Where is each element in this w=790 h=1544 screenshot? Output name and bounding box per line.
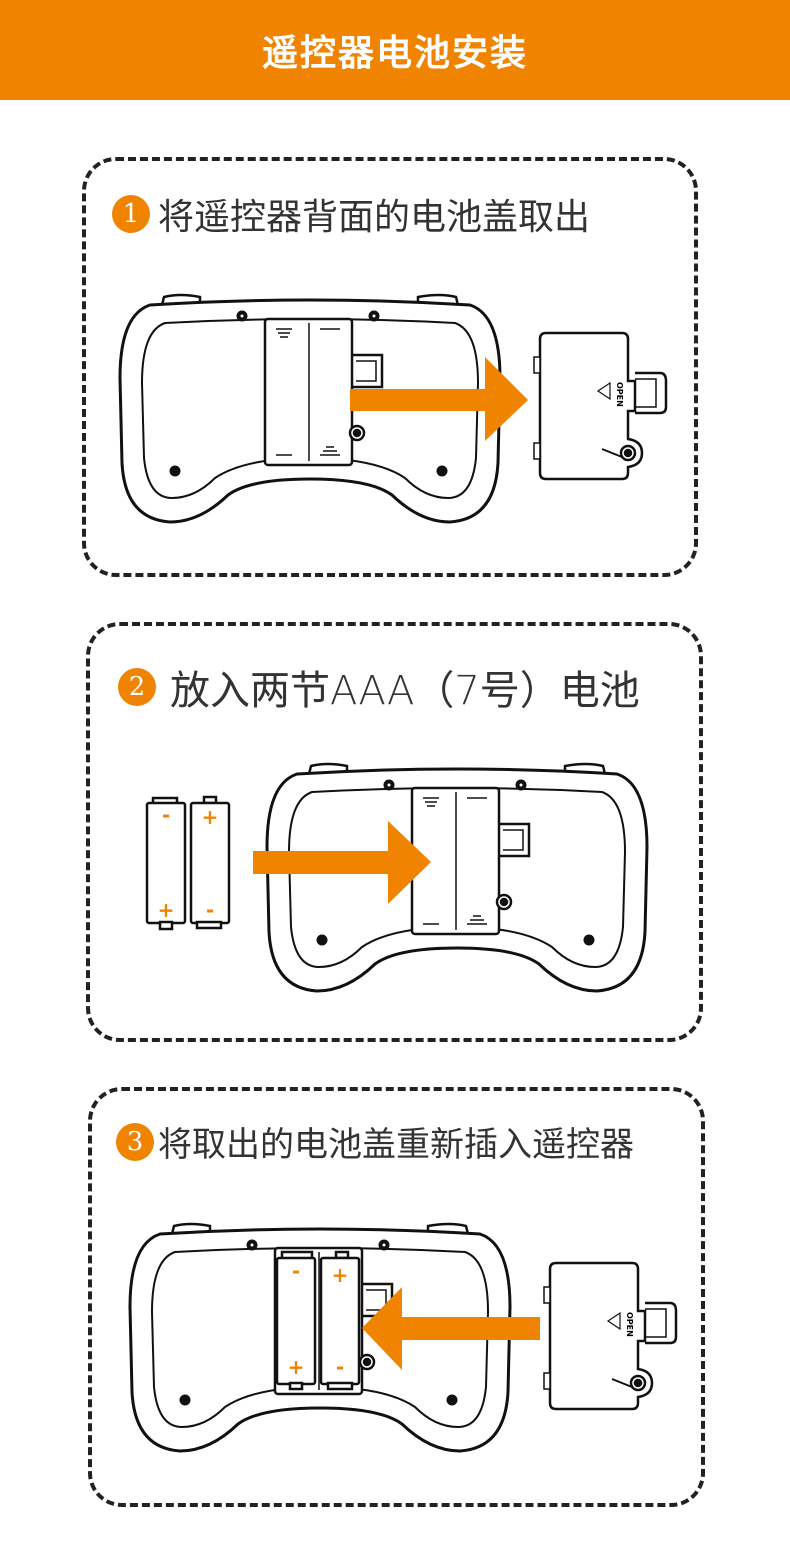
battery-plus-mark: + (332, 1263, 349, 1287)
battery-plus-mark: + (288, 1355, 305, 1379)
step-3-text: 将取出的电池盖重新插入遥控器 (158, 1125, 634, 1165)
page-title: 遥控器电池安装 (261, 33, 528, 74)
battery-minus-mark: - (162, 803, 170, 827)
header-bar: 遥控器电池安装 (0, 0, 790, 100)
step-3-controller-illustration: - + + - (128, 1222, 512, 1453)
battery-plus-mark: + (158, 898, 175, 922)
step-1-text: 将遥控器背面的电池盖取出 (158, 197, 591, 238)
arrow-right-icon (350, 357, 528, 441)
step-2-text: 放入两节AAA（7号）电池 (170, 668, 640, 714)
cover-open-label: OPEN (615, 382, 624, 407)
step-3-panel (88, 1087, 705, 1507)
step-1-number: 1 (112, 195, 150, 233)
step-2-panel (86, 622, 703, 1042)
battery-minus-mark: - (206, 898, 214, 922)
battery-minus-mark: - (292, 1259, 300, 1283)
step-2-controller-illustration (265, 762, 649, 993)
step-1-panel (82, 157, 698, 577)
battery-minus-mark: - (336, 1355, 344, 1379)
step-2-title: 2 放入两节AAA（7号）电池 (118, 658, 640, 716)
cover-open-label: OPEN (625, 1312, 634, 1337)
step-3-title: 3 将取出的电池盖重新插入遥控器 (116, 1117, 634, 1166)
arrow-right-icon (253, 821, 431, 904)
step-2-number: 2 (118, 668, 156, 706)
battery-plus-mark: + (202, 805, 219, 829)
step-3-battery-cover-illustration: OPEN (542, 1261, 678, 1411)
step-1-battery-cover-illustration: OPEN (532, 331, 668, 481)
step-3-number: 3 (116, 1122, 154, 1161)
step-1-title: 1 将遥控器背面的电池盖取出 (112, 188, 590, 240)
arrow-left-icon (362, 1287, 540, 1370)
battery-icon (145, 795, 231, 931)
